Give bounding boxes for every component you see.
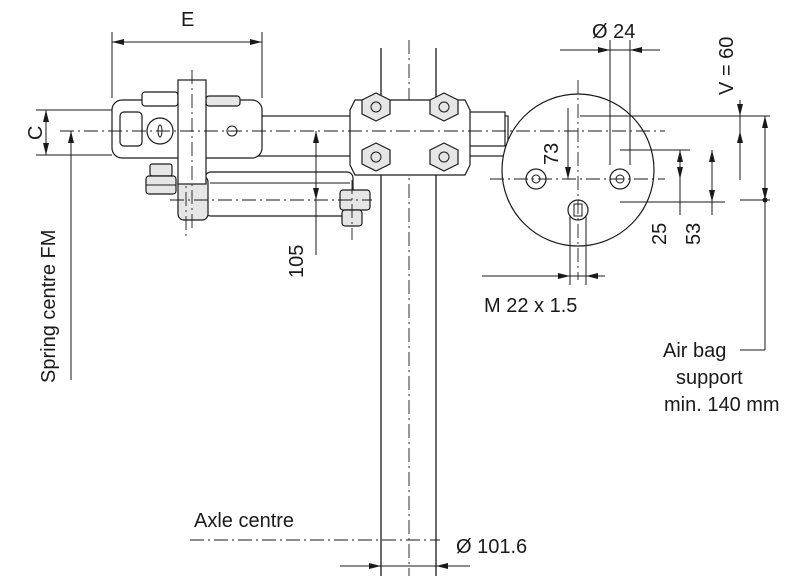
airbag-plate — [490, 80, 665, 280]
label-thread: M 22 x 1.5 — [484, 295, 577, 317]
axle-clamp — [349, 92, 471, 176]
label-73: 73 — [541, 143, 563, 165]
label-105: 105 — [286, 245, 308, 278]
label-25: 25 — [649, 223, 671, 245]
dimension-73 — [565, 108, 571, 179]
dimension-thread — [482, 215, 605, 285]
bolt-head-top-left — [361, 92, 391, 122]
label-dia-101: Ø 101.6 — [456, 536, 527, 558]
dimension-v60 — [580, 100, 770, 180]
label-spring-centre: Spring centre FM — [38, 230, 60, 383]
label-v60: V = 60 — [716, 37, 738, 95]
dimension-105 — [313, 131, 319, 255]
dimension-spring-centre — [68, 131, 74, 380]
label-53: 53 — [683, 223, 705, 245]
shock-absorber — [177, 168, 371, 240]
label-axle-centre: Axle centre — [194, 510, 294, 532]
dimension-e — [111, 32, 263, 98]
label-airbag-line3: min. 140 mm — [664, 394, 780, 416]
bolt-head-top-right — [429, 92, 459, 122]
label-airbag-line1: Air bag — [663, 340, 726, 362]
dimension-dia-101 — [340, 563, 470, 569]
dimension-25 — [620, 149, 690, 215]
bolt-head-bottom-right — [429, 142, 459, 172]
bolt-head-bottom-left — [361, 142, 391, 172]
label-dia-24: Ø 24 — [592, 21, 635, 43]
label-c: C — [25, 126, 47, 140]
dimension-c — [36, 109, 112, 156]
dimension-dia-24 — [560, 40, 660, 165]
dimension-53 — [620, 150, 725, 215]
label-airbag-line2: support — [676, 367, 743, 389]
label-e: E — [181, 9, 194, 31]
airbag-support-leader — [740, 116, 770, 351]
spring-eye-hanger — [111, 70, 263, 232]
